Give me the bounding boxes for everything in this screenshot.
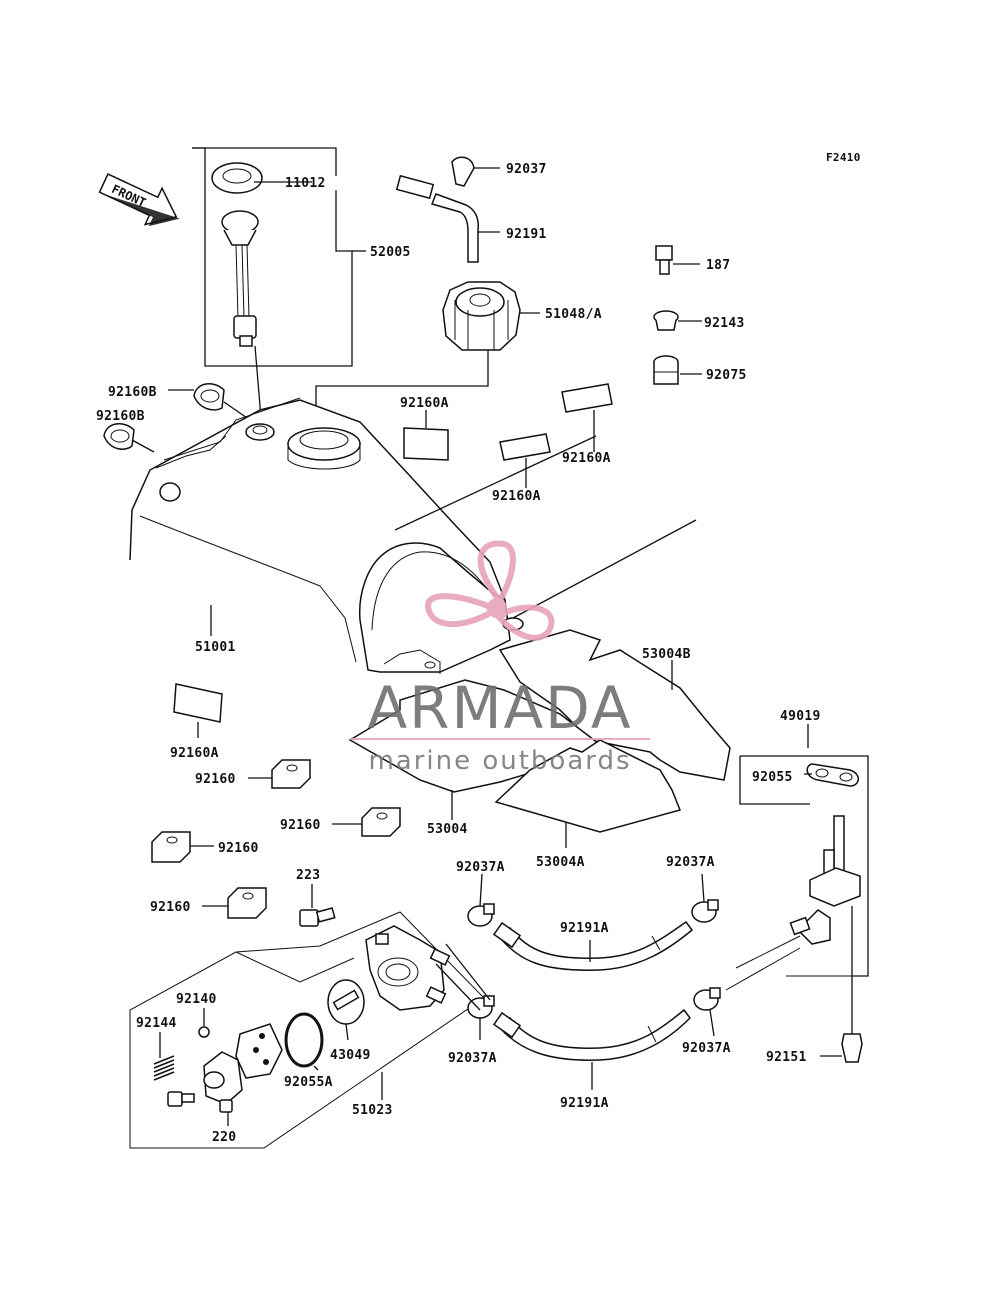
fuel-tank-part [129, 397, 697, 674]
part-label-92160-1: 92160 [195, 772, 236, 787]
part-label-53004: 53004 [427, 822, 468, 837]
part-label-92160b-2: 92160B [96, 409, 145, 424]
part-label-53004a: 53004A [536, 855, 585, 870]
part-label-43049: 43049 [330, 1048, 371, 1063]
propeller-icon [424, 540, 555, 641]
part-label-52005: 52005 [370, 245, 411, 260]
clamp-92160-1 [248, 759, 311, 789]
grommet-92160b-lower [103, 423, 155, 453]
part-label-92037a-4: 92037A [682, 1041, 731, 1056]
part-label-92160b-1: 92160B [108, 385, 157, 400]
part-label-92055a: 92055A [284, 1075, 333, 1090]
fuel-cap-part [315, 281, 540, 420]
fuel-tap-assembly [725, 724, 869, 1063]
part-label-92055: 92055 [752, 770, 793, 785]
bolt-187 [655, 245, 700, 275]
fuel-hose-lower [492, 1008, 691, 1090]
pad-92160a-2 [561, 383, 613, 452]
fuel-hose-upper [492, 920, 694, 971]
damper-92075 [653, 355, 702, 385]
part-label-92151: 92151 [766, 1050, 807, 1065]
part-label-92160a-1: 92160A [400, 396, 449, 411]
pad-92160a-4 [173, 683, 223, 738]
watermark-tagline: marine outboards [368, 746, 631, 776]
figure-code: F2410 [826, 151, 861, 164]
grommet-part [211, 162, 263, 194]
clamp-92160-3 [151, 831, 214, 863]
part-label-92075: 92075 [706, 368, 747, 383]
fuel-gauge-part [223, 229, 257, 246]
part-label-92037: 92037 [506, 162, 547, 177]
part-label-92160a-4: 92160A [170, 746, 219, 761]
breather-hose [395, 156, 500, 263]
part-label-92191a-1: 92191A [560, 921, 609, 936]
o-ring-part [284, 1012, 324, 1068]
part-label-92160-2: 92160 [280, 818, 321, 833]
grommet-92160b-upper [168, 383, 251, 421]
part-label-92144: 92144 [136, 1016, 177, 1031]
hose-clip-upper-left [467, 873, 495, 927]
front-arrow-icon: FRONT [98, 173, 180, 227]
part-label-49019: 49019 [780, 709, 821, 724]
heat-shield-53004a [494, 739, 682, 848]
hose-clip-lower-left [467, 995, 495, 1040]
pad-92160a-3 [499, 433, 551, 488]
part-label-51023: 51023 [352, 1103, 393, 1118]
part-label-92037a-3: 92037A [448, 1051, 497, 1066]
hose-clip-lower-right [693, 987, 721, 1037]
part-label-53004b: 53004B [642, 647, 691, 662]
clamp-92160-2 [332, 807, 401, 837]
part-label-92140: 92140 [176, 992, 217, 1007]
part-label-92037a-2: 92037A [666, 855, 715, 870]
fuel-gauge-assembly [192, 147, 366, 431]
part-label-92143: 92143 [704, 316, 745, 331]
collar-92143 [653, 310, 702, 331]
part-label-92191: 92191 [506, 227, 547, 242]
watermark-logo: ARMADA marine outboards [350, 540, 650, 776]
clamp-92160-4 [202, 887, 267, 919]
fuel-cock-assembly [129, 884, 485, 1149]
part-label-51001: 51001 [195, 640, 236, 655]
part-label-51048: 51048/A [545, 307, 602, 322]
part-label-92160a-3: 92160A [492, 489, 541, 504]
watermark-brand: ARMADA [367, 674, 632, 742]
part-label-92037a-1: 92037A [456, 860, 505, 875]
hose-clip-upper-right [691, 873, 719, 923]
part-label-220: 220 [212, 1130, 236, 1145]
part-label-223: 223 [296, 868, 320, 883]
pad-92160a-1 [403, 410, 449, 461]
part-label-11012: 11012 [285, 176, 326, 191]
part-label-92191a-2: 92191A [560, 1096, 609, 1111]
part-label-187: 187 [706, 258, 730, 273]
part-label-92160a-2: 92160A [562, 451, 611, 466]
part-label-92160-3: 92160 [218, 841, 259, 856]
part-label-92160-4: 92160 [150, 900, 191, 915]
